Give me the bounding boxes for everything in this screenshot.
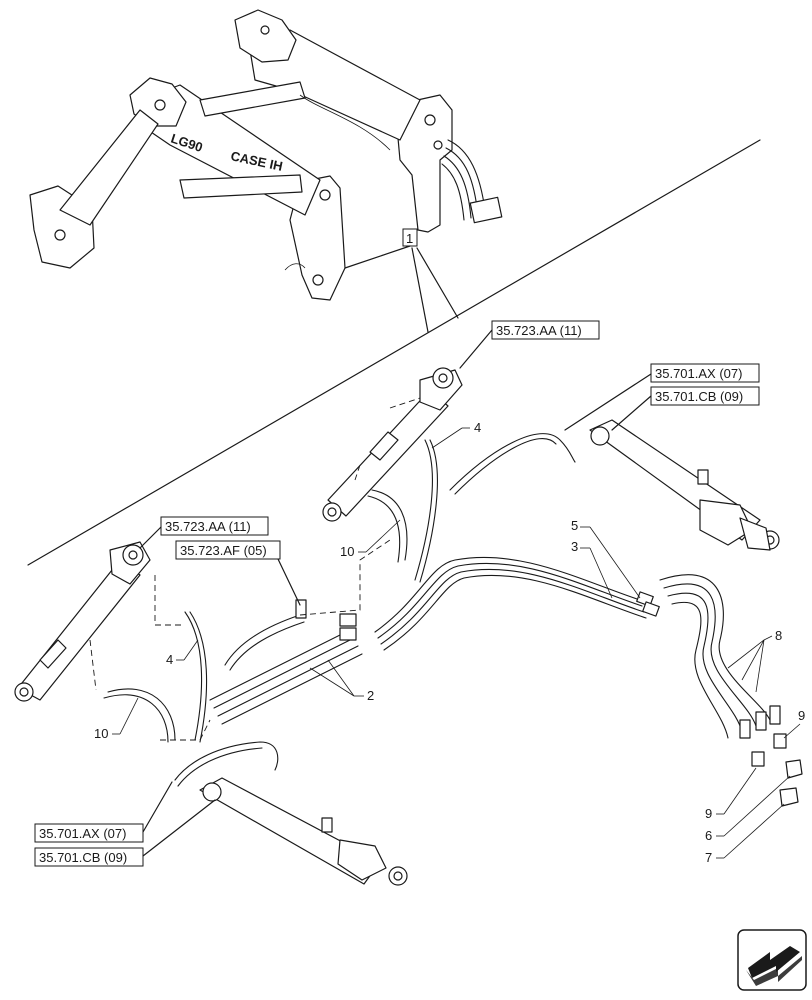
item-4-right: 4 [431, 420, 481, 449]
svg-text:2: 2 [367, 688, 374, 703]
ref-lift-cylinder-right-b[interactable]: 35.701.CB (09) [611, 386, 760, 431]
ref-bucket-cylinder-left[interactable]: 35.723.AA (11) [139, 516, 269, 549]
ref-lift-cylinder-left-b[interactable]: 35.701.CB (09) [34, 799, 216, 867]
lift-cylinder-left [199, 777, 408, 886]
next-page-arrow-icon[interactable] [737, 929, 807, 991]
bucket-cylinder-right [322, 367, 463, 522]
assembly-callout: 1 [344, 228, 459, 333]
hose-lift-right [449, 433, 576, 491]
ref-lift-cylinder-right-a[interactable]: 35.701.AX (07) [564, 363, 760, 431]
item-2: 2 [309, 659, 374, 703]
bucket-cylinder-left [14, 541, 151, 702]
hose-lift-left [174, 741, 279, 781]
item-9-bottom: 9 [705, 767, 757, 821]
item-8: 8 [727, 628, 782, 693]
hose-10-right [371, 489, 408, 561]
ref-valve-left[interactable]: 35.723.AF (05) [175, 540, 301, 606]
svg-text:35.701.CB (09): 35.701.CB (09) [655, 389, 743, 404]
svg-text:8: 8 [775, 628, 782, 643]
hoses-8 [659, 574, 781, 739]
item-7: 7 [705, 803, 785, 865]
hose-10-left [107, 688, 176, 741]
svg-text:35.701.AX (07): 35.701.AX (07) [39, 826, 126, 841]
svg-text:4: 4 [474, 420, 481, 435]
ref-bucket-cylinder-right[interactable]: 35.723.AA (11) [459, 320, 600, 369]
svg-text:10: 10 [340, 544, 354, 559]
item-6: 6 [705, 775, 791, 843]
assembly-callout-number: 1 [406, 231, 413, 246]
svg-text:35.723.AA (11): 35.723.AA (11) [496, 323, 582, 338]
svg-text:35.723.AA (11): 35.723.AA (11) [165, 519, 251, 534]
section-divider-line [27, 139, 761, 566]
item-3: 3 [571, 539, 613, 599]
svg-text:35.701.AX (07): 35.701.AX (07) [655, 366, 742, 381]
valve-tubes-2 [209, 599, 363, 725]
svg-text:6: 6 [705, 828, 712, 843]
hose-4-left [184, 611, 203, 741]
svg-text:4: 4 [166, 652, 173, 667]
item-9-top: 9 [783, 708, 805, 739]
loader-frame [29, 9, 503, 301]
quick-coupler-fittings [751, 733, 803, 807]
item-4-left: 4 [166, 639, 199, 667]
svg-text:10: 10 [94, 726, 108, 741]
ref-lift-cylinder-left-a[interactable]: 35.701.AX (07) [34, 781, 173, 843]
lift-cylinder-right [589, 419, 780, 551]
svg-text:35.723.AF (05): 35.723.AF (05) [180, 543, 267, 558]
item-5: 5 [571, 518, 641, 599]
svg-text:9: 9 [705, 806, 712, 821]
svg-text:9: 9 [798, 708, 805, 723]
steel-tubes-3-5 [374, 556, 660, 651]
item-10-right: 10 [340, 519, 401, 559]
svg-text:3: 3 [571, 539, 578, 554]
svg-text:5: 5 [571, 518, 578, 533]
svg-text:7: 7 [705, 850, 712, 865]
svg-text:35.701.CB (09): 35.701.CB (09) [39, 850, 127, 865]
hose-4-right [414, 439, 433, 581]
item-10-left: 10 [94, 697, 139, 741]
